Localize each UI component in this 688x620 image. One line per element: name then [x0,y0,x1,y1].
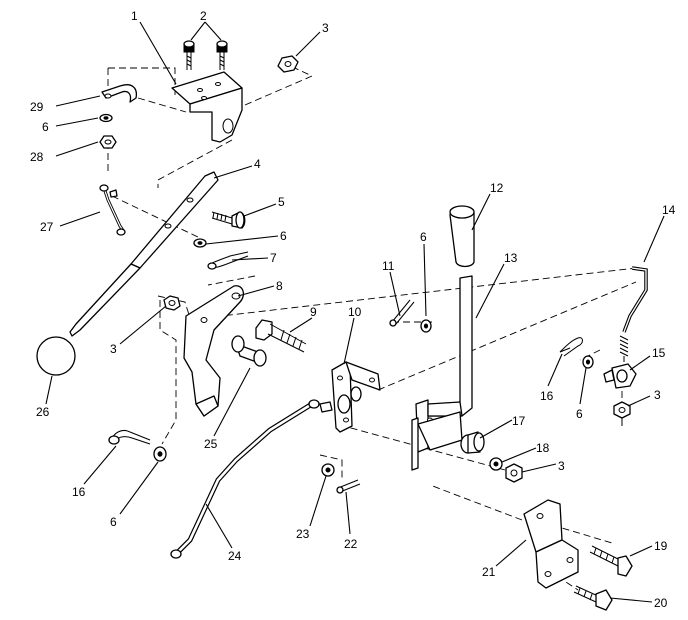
callout-label: 3 [558,459,565,473]
part-washer-left [99,113,113,123]
callout-label: 20 [654,596,668,610]
callout-label: 3 [110,342,117,356]
callout-label: 2 [200,9,207,23]
callout-label: 27 [40,220,54,234]
part-shift-lever [411,275,473,471]
part-nut-lower [505,463,523,483]
part-mounting-bracket [171,71,243,143]
callout-label: 21 [482,565,496,579]
callout-label: 17 [512,414,526,428]
callout-label: 19 [654,539,668,553]
part-bolt-19 [589,545,633,577]
callout-label: 3 [654,388,661,402]
part-lower-bracket [523,499,579,589]
callout-label: 26 [36,405,50,419]
part-cotter-pin-left [207,251,249,270]
part-long-link-rod [170,399,333,559]
callout-label: 6 [576,407,583,421]
part-bushing [460,431,485,454]
part-bolts-pair [183,40,228,70]
part-spring-clip [101,84,138,103]
part-washer-left-lower [153,446,167,462]
callout-label: 6 [280,229,287,243]
part-nut-right [613,401,631,426]
part-washer-center [420,319,432,333]
callout-label: 15 [652,346,666,360]
part-bolt-20 [573,585,613,611]
callout-label: 16 [540,389,554,403]
part-washer-mid [193,238,207,248]
callout-label: 4 [254,157,261,171]
part-washer-right [582,355,594,369]
callout-leaders [45,21,665,603]
part-cotter-pin-lower [336,479,361,494]
callout-labels: 1 2 3 29 6 28 4 5 6 7 27 12 14 6 11 13 8… [30,9,676,610]
part-hairpin-right [559,337,583,357]
part-control-rod [619,266,648,362]
callout-label: 16 [72,485,86,499]
callout-label: 5 [278,195,285,209]
callout-label: 24 [228,549,242,563]
callout-label: 12 [490,181,504,195]
part-washer-23 [321,463,335,477]
part-pedal-plate [183,285,245,417]
callout-label: 6 [110,515,117,529]
callout-label: 23 [296,527,310,541]
part-cotter-pin-upper [389,299,415,327]
callout-label: 11 [382,259,395,273]
callout-label: 3 [322,21,329,35]
callout-label: 6 [42,120,49,134]
callout-label: 1 [131,9,138,23]
callout-label: 10 [348,305,362,319]
part-pivot-bracket [331,361,381,433]
part-spacer-tube [231,335,267,367]
part-hairpin-left [108,429,151,445]
part-hex-bolt [255,319,307,353]
callout-label: 8 [276,279,283,293]
callout-label: 9 [310,305,317,319]
callout-label: 22 [344,537,358,551]
callout-label: 29 [30,100,44,114]
part-link-rod [99,184,126,236]
part-swivel [603,363,637,389]
callout-label: 18 [536,441,550,455]
callout-label: 25 [204,437,218,451]
part-handle-grip [449,205,475,268]
part-nut-mid-left [163,295,181,311]
part-washer-18 [489,457,503,471]
part-ball-knob [36,336,76,376]
callout-label: 28 [30,150,44,164]
part-nut-top [277,55,299,73]
callout-label: 6 [420,230,427,244]
part-lever-arm [69,171,219,337]
part-nut-left [99,135,117,149]
part-shoulder-bolt [211,211,246,229]
callout-label: 14 [662,203,676,217]
callout-label: 7 [270,251,277,265]
callout-label: 13 [504,251,518,265]
